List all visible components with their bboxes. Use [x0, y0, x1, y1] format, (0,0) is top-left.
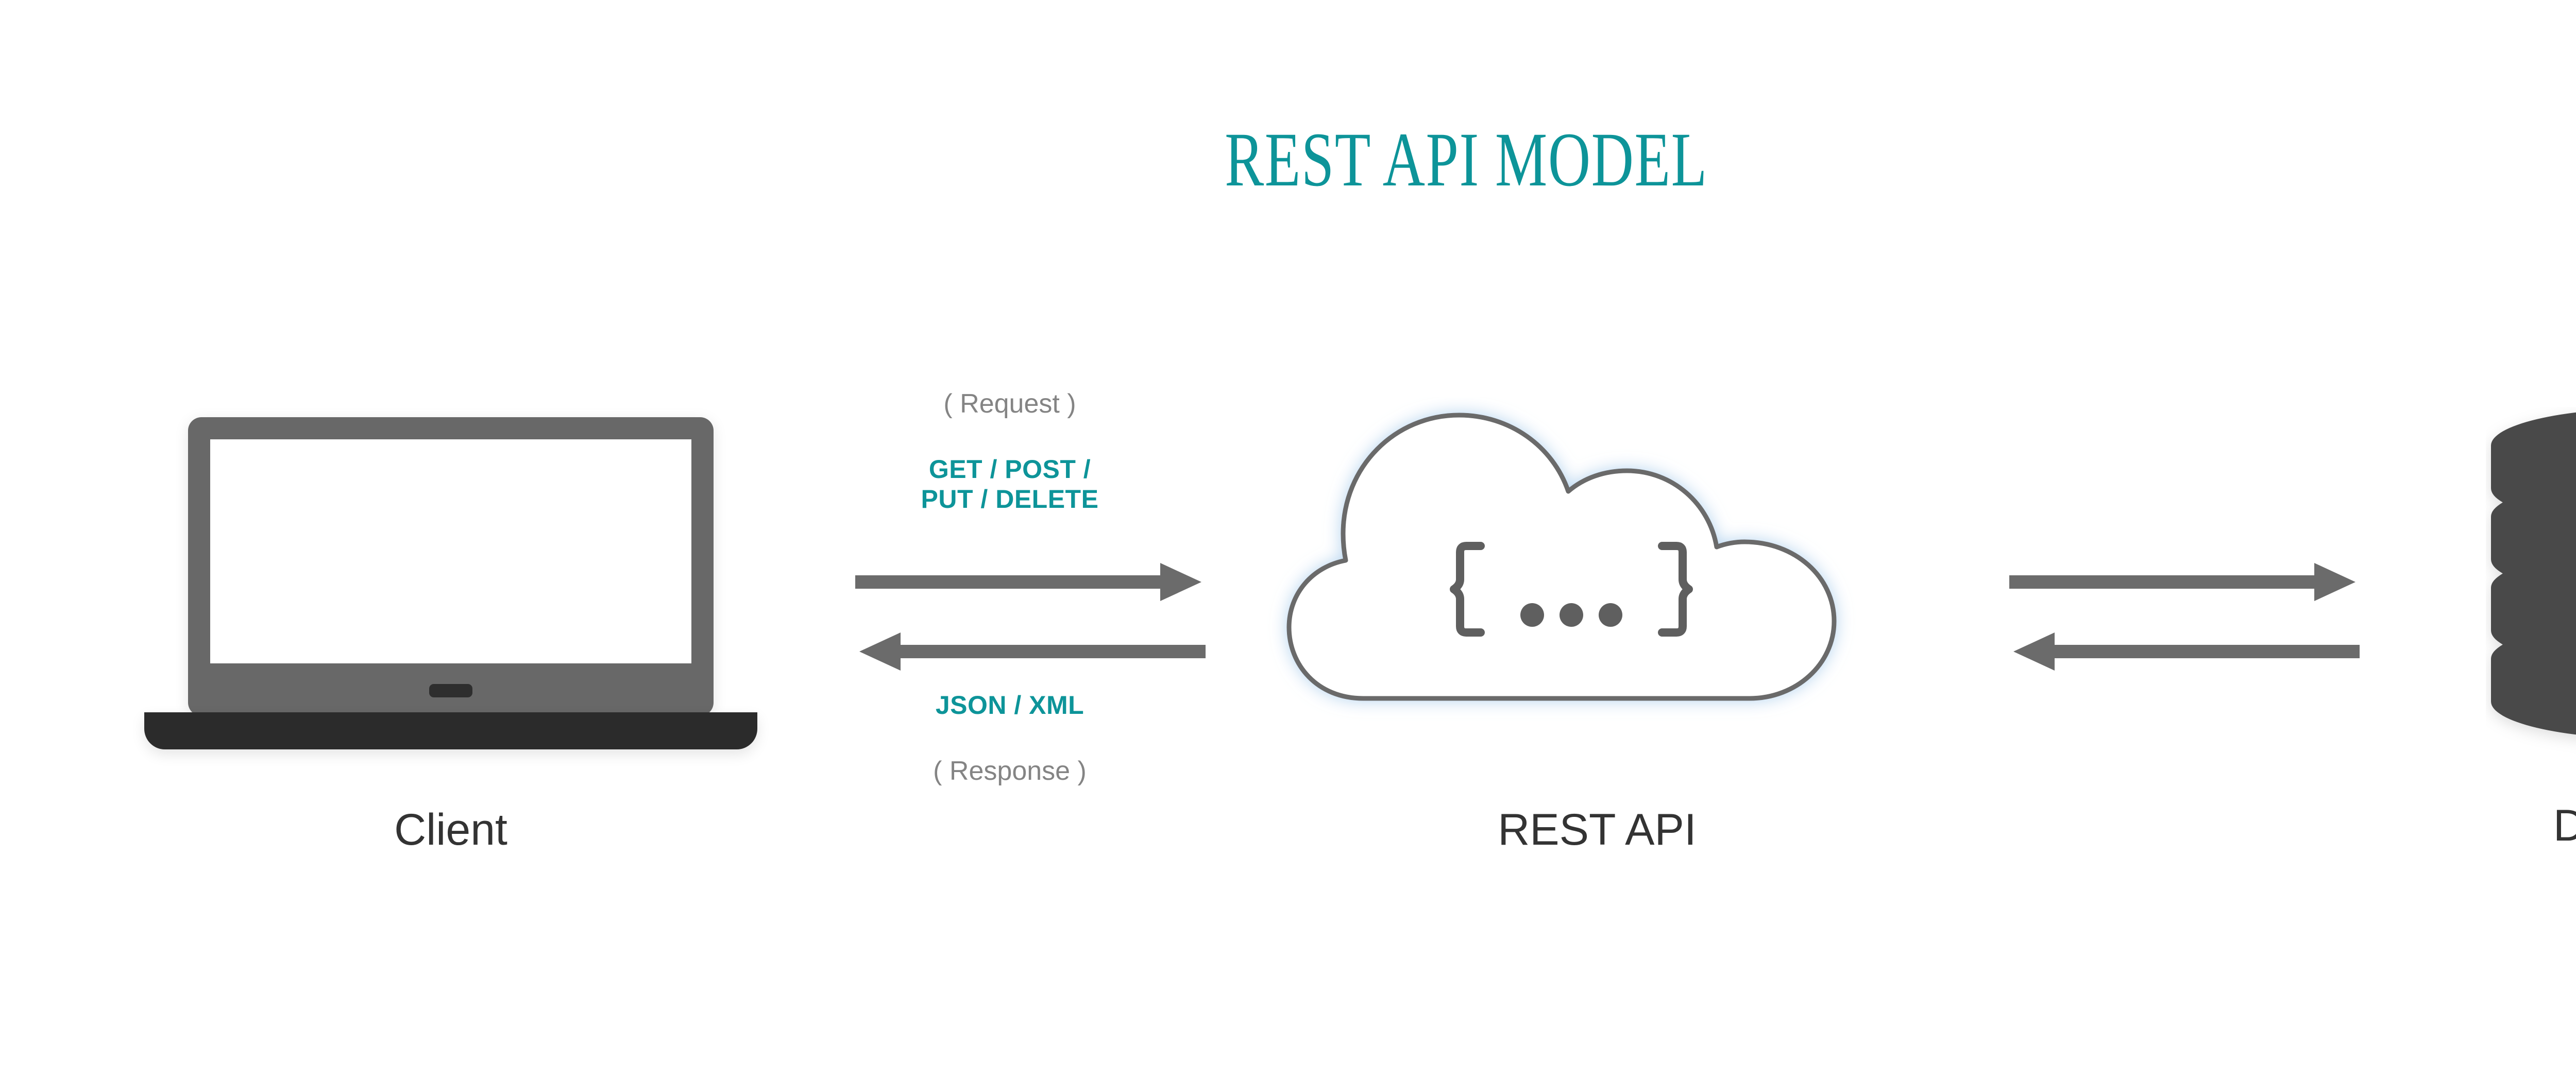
rest-api-label: REST API [1498, 805, 1697, 854]
page-title: REST API MODEL [1225, 117, 1708, 202]
response-paren-label: ( Response ) [933, 756, 1087, 786]
laptop-notch [429, 684, 472, 697]
arrow-database-to-api [2009, 628, 2360, 675]
cloud-braces-icon [1450, 542, 1693, 637]
laptop-base [144, 712, 757, 749]
database-cylinder-icon [2491, 412, 2576, 735]
request-verbs-label: GET / POST / PUT / DELETE [814, 454, 1206, 514]
arrow-client-to-api [855, 559, 1206, 605]
request-verbs-line1: GET / POST / [928, 455, 1091, 484]
client-label: Client [394, 805, 507, 854]
laptop-screen [210, 439, 691, 663]
cloud-shape [1286, 413, 1837, 701]
database-node[interactable] [2486, 407, 2576, 767]
request-paren-label: ( Request ) [943, 389, 1076, 419]
response-format-label: JSON / XML [935, 691, 1084, 720]
client-node[interactable] [144, 417, 757, 757]
cloud-dots-icon [1520, 603, 1622, 627]
arrow-api-to-client [855, 628, 1206, 675]
request-verbs-line2: PUT / DELETE [921, 485, 1099, 514]
laptop-icon [188, 417, 714, 716]
arrow-api-to-database [2009, 559, 2360, 605]
rest-api-node[interactable] [1267, 397, 1937, 767]
database-label: Database [2553, 801, 2576, 850]
